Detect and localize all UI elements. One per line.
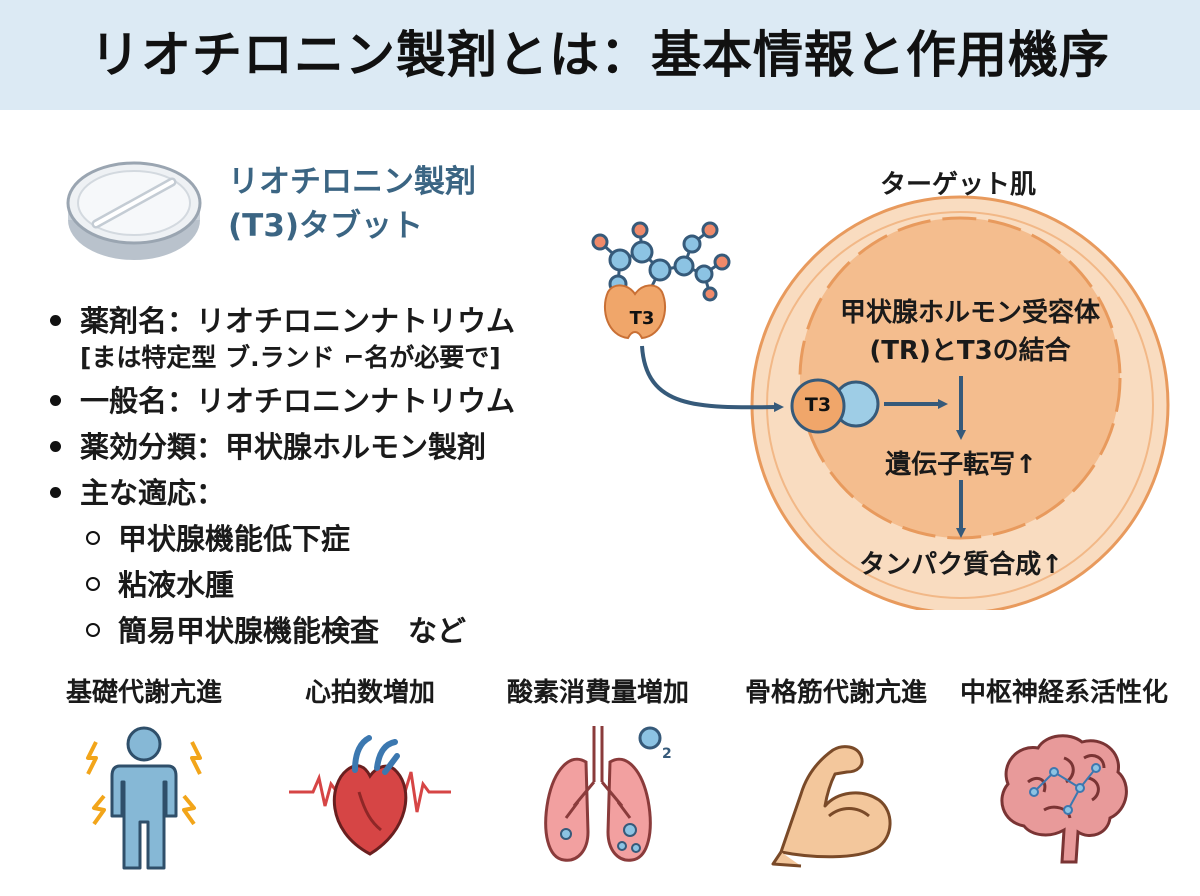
- lungs-icon: O2: [480, 722, 716, 872]
- o2-label: O2: [662, 746, 672, 762]
- receptor-binding-label: 甲状腺ホルモン受容体 (TR)とT3の結合: [839, 298, 1100, 366]
- bullet-dot: [50, 395, 61, 406]
- page-title: リオチロニン製剤とは：基本情報と作用機序: [90, 26, 1110, 84]
- list-item-indications: 主な適応：: [46, 470, 515, 516]
- drug-name-line2: (T3)タブット: [228, 208, 424, 244]
- transcription-label: 遺伝子転写↑: [885, 450, 1037, 480]
- tablet-icon: [62, 148, 212, 268]
- header-banner: [0, 0, 1200, 110]
- mechanism-diagram: ターゲット肌 T3 T3 甲状腺ホルモン受容体 (TR)とT3の結合 遺伝子転写…: [580, 160, 1200, 610]
- bullet-dot: [50, 315, 61, 326]
- effect-label-oxygen: 酸素消費量増加: [506, 678, 689, 708]
- bullet-dot: [50, 441, 61, 452]
- drug-title: リオチロニン製剤 (T3)タブット: [228, 160, 476, 248]
- t3-thyroid-badge: [603, 284, 667, 340]
- drug-name-line1: リオチロニン製剤: [228, 164, 476, 200]
- t3-badge-label: T3: [629, 308, 655, 329]
- receptor-complex: [790, 378, 880, 434]
- effect-label-cns: 中枢神経系活性化: [959, 678, 1168, 708]
- bullet-dot: [50, 487, 61, 498]
- effect-label-metabolism: 基礎代謝亢進: [65, 678, 222, 708]
- bullet-circle: [86, 531, 100, 545]
- heart-icon: [252, 722, 488, 872]
- protein-synthesis-label: タンパク質合成↑: [859, 550, 1063, 580]
- drug-info-list: 薬剤名：リオチロニンナトリウム [まは特定型 ブ.ランド ⌐名が必要で] 一般名…: [46, 298, 515, 654]
- t3-molecule-icon: [591, 221, 731, 302]
- brain-icon: [946, 722, 1182, 872]
- bullet-circle: [86, 577, 100, 591]
- list-item-generic: 一般名：リオチロニンナトリウム: [46, 378, 515, 424]
- effect-label-muscle: 骨格筋代謝亢進: [744, 678, 927, 708]
- list-item-brand: 薬剤名：リオチロニンナトリウム: [46, 298, 515, 344]
- bullet-circle: [86, 623, 100, 637]
- indication-item: 甲状腺機能低下症: [46, 516, 515, 562]
- indication-item: 粘液水腫: [46, 562, 515, 608]
- cell-title: ターゲット肌: [879, 170, 1036, 200]
- t3-complex-label: T3: [804, 394, 832, 416]
- effect-label-heart-rate: 心拍数増加: [304, 678, 435, 708]
- energized-person-icon: [26, 722, 262, 872]
- flexed-arm-icon: [718, 722, 954, 872]
- indication-item: 簡易甲状腺機能検査 など: [46, 608, 515, 654]
- brand-note: [まは特定型 ブ.ランド ⌐名が必要で]: [80, 343, 501, 372]
- list-item-class: 薬効分類：甲状腺ホルモン製剤: [46, 424, 515, 470]
